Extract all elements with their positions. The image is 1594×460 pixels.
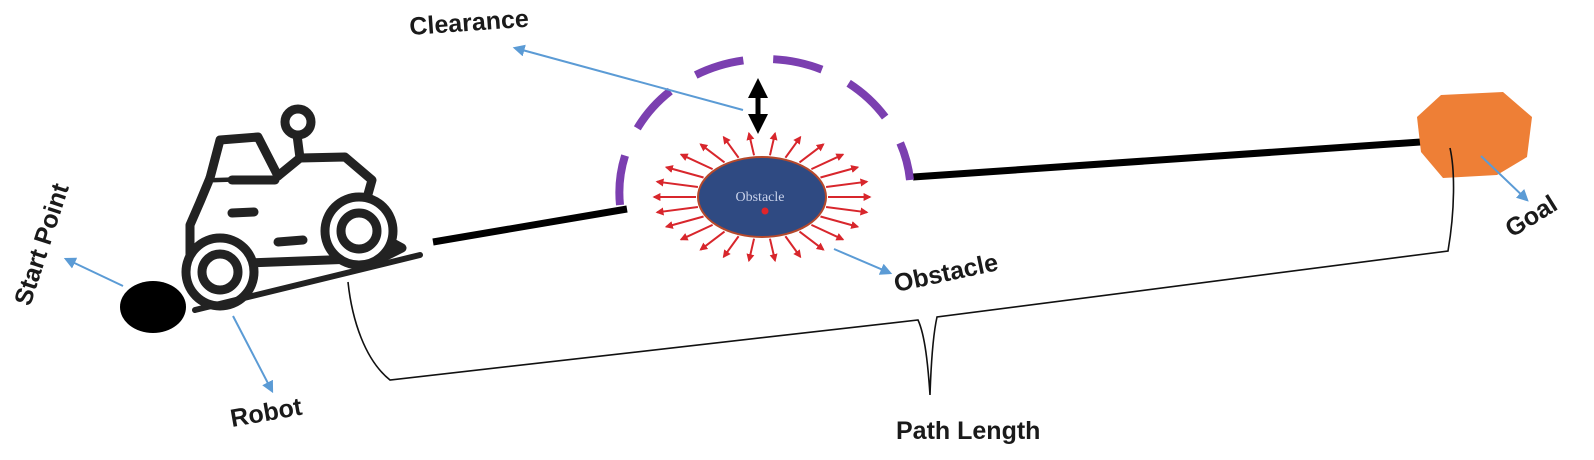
robot-label: Robot bbox=[228, 393, 305, 433]
obstacle-ray-arrow bbox=[746, 238, 756, 263]
obstacle-ray-arrow bbox=[768, 238, 778, 263]
goal-octagon-icon bbox=[1417, 92, 1532, 178]
start-point-pointer-arrow bbox=[63, 257, 124, 287]
obstacle-ray-arrow bbox=[798, 230, 825, 251]
clearance-pointer-arrow bbox=[512, 44, 744, 111]
obstacle-ray-arrow bbox=[798, 143, 825, 164]
path-segment-goal bbox=[912, 135, 1465, 181]
obstacle-label: Obstacle bbox=[891, 249, 1000, 298]
clearance-label: Clearance bbox=[408, 5, 529, 41]
obstacle-pointer-arrow bbox=[833, 248, 893, 275]
obstacle-ray-arrow bbox=[825, 206, 869, 216]
obstacle-ray-arrow bbox=[820, 215, 860, 229]
obstacle-rays bbox=[652, 131, 872, 263]
obstacle-ray-arrow bbox=[810, 223, 845, 241]
obstacle-ray-arrow bbox=[699, 143, 726, 164]
obstacle-ray-arrow bbox=[655, 206, 699, 216]
obstacle-ray-arrow bbox=[746, 131, 756, 156]
goal-label: Goal bbox=[1500, 190, 1562, 243]
obstacle-ray-arrow bbox=[820, 165, 860, 179]
obstacle-ray-arrow bbox=[655, 178, 699, 188]
obstacle-ray-arrow bbox=[679, 223, 714, 241]
path-length-brace bbox=[347, 147, 1455, 396]
obstacle-ray-arrow bbox=[722, 235, 740, 259]
obstacle-ray-arrow bbox=[784, 235, 802, 259]
obstacle-ray-arrow bbox=[699, 230, 726, 251]
rover-icon bbox=[181, 104, 423, 313]
start-point-icon bbox=[120, 281, 186, 333]
obstacle-ray-arrow bbox=[810, 153, 845, 171]
start-point-label: Start Point bbox=[9, 179, 75, 308]
obstacle-ray-arrow bbox=[825, 178, 869, 188]
obstacle-ray-arrow bbox=[722, 135, 740, 159]
obstacle-icon: Obstacle bbox=[697, 156, 827, 238]
robot-pointer-arrow bbox=[232, 315, 274, 394]
obstacle-inner-label: Obstacle bbox=[736, 190, 785, 205]
obstacle-ray-arrow bbox=[768, 131, 778, 156]
goal-pointer-arrow bbox=[1480, 155, 1529, 202]
obstacle-ray-arrow bbox=[664, 165, 704, 179]
obstacle-ray-arrow bbox=[664, 215, 704, 229]
obstacle-ray-arrow bbox=[679, 153, 714, 171]
obstacle-ray-arrow bbox=[784, 135, 802, 159]
path-length-label: Path Length bbox=[896, 417, 1040, 445]
path-segment-start bbox=[432, 205, 628, 246]
